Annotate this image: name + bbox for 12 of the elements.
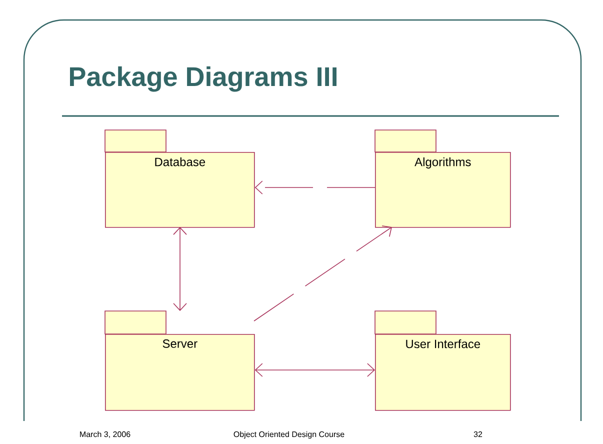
slide-title: Package Diagrams III [70, 66, 336, 92]
package-box: Database [104, 130, 255, 228]
arrow [254, 226, 392, 322]
footer-text: 32 [474, 431, 482, 438]
footer-text: Object Oriented Design Course [234, 431, 344, 439]
arrow [254, 180, 376, 194]
arrow [254, 363, 375, 377]
package-box: Algorithms [374, 130, 511, 228]
footer-text: March 3, 2006 [80, 431, 130, 438]
arrow [173, 227, 187, 311]
package-box: Server [104, 310, 255, 411]
package-box: User Interface [374, 310, 511, 411]
